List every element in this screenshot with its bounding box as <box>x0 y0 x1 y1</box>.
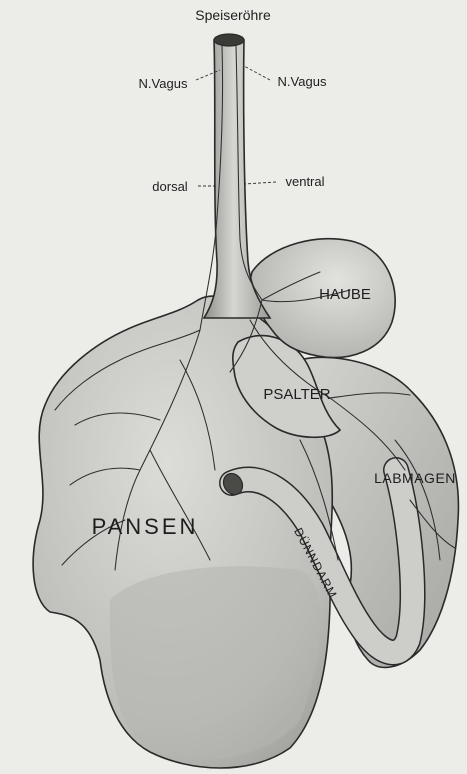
esophagus-label: Speiseröhre <box>195 7 271 23</box>
abomasum-label: LABMAGEN <box>374 470 456 486</box>
rumen-label: PANSEN <box>92 514 199 539</box>
ventral-label: ventral <box>285 174 324 189</box>
vagus-right-label: N.Vagus <box>278 74 327 89</box>
esophagus-opening <box>214 34 244 46</box>
ventral-leader <box>244 182 276 184</box>
vagus-left-label: N.Vagus <box>139 76 188 91</box>
dorsal-label: dorsal <box>152 179 188 194</box>
rumen-ventral-sac <box>110 566 321 759</box>
vagus-right-leader <box>244 66 270 80</box>
omasum-label: PSALTER <box>263 386 330 403</box>
reticulum-label: HAUBE <box>319 286 371 303</box>
